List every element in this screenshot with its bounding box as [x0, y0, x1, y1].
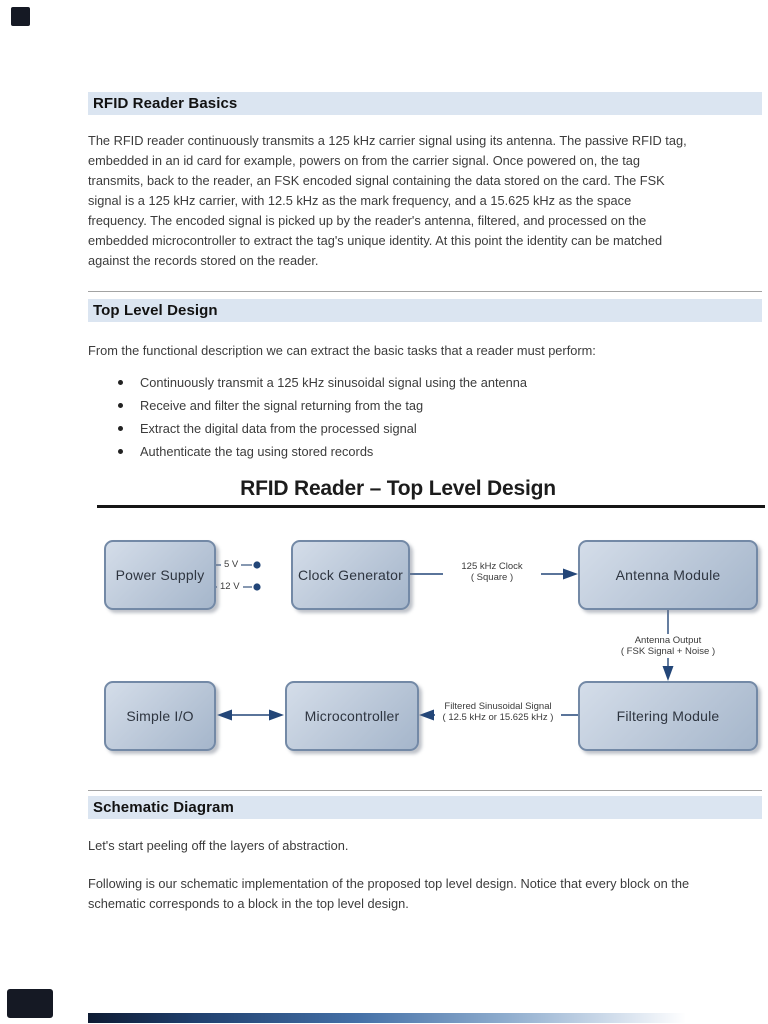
- heading-basics-label: RFID Reader Basics: [93, 95, 238, 112]
- schematic-paragraph-1: Let's start peeling off the layers of ab…: [88, 838, 349, 853]
- arrowhead-down-icon: [662, 666, 674, 681]
- arrowhead-right-icon: [563, 568, 578, 580]
- block-power-supply-label: Power Supply: [115, 567, 205, 583]
- wire-label-antenna-output: Antenna Output ( FSK Signal + Noise ): [593, 634, 743, 658]
- wire-label-clock: 125 kHz Clock ( Square ): [443, 560, 541, 584]
- section-heading-schematic: Schematic Diagram: [88, 796, 762, 819]
- wire-label-filtered-signal: Filtered Sinusoidal Signal ( 12.5 kHz or…: [435, 700, 561, 724]
- arrowhead-left-icon: [419, 709, 434, 721]
- terminal-dot-12v: [253, 583, 261, 591]
- block-antenna-module: Antenna Module: [578, 540, 758, 610]
- bullet-icon: [118, 426, 123, 431]
- diagram-title: RFID Reader – Top Level Design: [240, 477, 556, 500]
- block-antenna-module-label: Antenna Module: [615, 567, 721, 583]
- wire-label-clock-line1: 125 kHz Clock: [461, 561, 523, 572]
- block-filtering-module-label: Filtering Module: [616, 708, 720, 724]
- wire-label-clock-line2: ( Square ): [470, 572, 514, 583]
- bullet-icon: [118, 403, 123, 408]
- heading-schematic-label: Schematic Diagram: [93, 799, 234, 816]
- list-item: Receive and filter the signal returning …: [88, 394, 688, 417]
- list-item: Extract the digital data from the proces…: [88, 417, 688, 440]
- block-simple-io: Simple I/O: [104, 681, 216, 751]
- arrowhead-left-icon: [217, 709, 232, 721]
- list-item-label: Authenticate the tag using stored record…: [140, 444, 374, 459]
- block-simple-io-label: Simple I/O: [126, 708, 194, 724]
- block-microcontroller-label: Microcontroller: [304, 708, 400, 724]
- bullet-icon: [118, 380, 123, 385]
- block-microcontroller: Microcontroller: [285, 681, 419, 751]
- page-bottom-fade-bar: [88, 1013, 686, 1023]
- wire-label-antenna-output-line2: ( FSK Signal + Noise ): [620, 646, 716, 657]
- list-item-label: Continuously transmit a 125 kHz sinusoid…: [140, 375, 527, 390]
- wire-label-12v: 12 V: [217, 580, 243, 593]
- top-level-intro: From the functional description we can e…: [88, 343, 596, 358]
- list-item: Authenticate the tag using stored record…: [88, 440, 688, 463]
- schematic-paragraph-2: Following is our schematic implementatio…: [88, 876, 690, 911]
- block-clock-generator: Clock Generator: [291, 540, 410, 610]
- heading-top-level-label: Top Level Design: [93, 302, 218, 319]
- list-item: Continuously transmit a 125 kHz sinusoid…: [88, 371, 688, 394]
- wire-label-filtered-line2: ( 12.5 kHz or 15.625 kHz ): [442, 712, 554, 723]
- wire-label-5v: 5 V: [221, 558, 242, 571]
- arrowhead-right-icon: [269, 709, 284, 721]
- block-clock-generator-label: Clock Generator: [298, 567, 403, 583]
- corner-mark-top-left: [11, 7, 30, 26]
- section-heading-top-level: Top Level Design: [88, 299, 762, 322]
- wire-label-antenna-output-line1: Antenna Output: [634, 635, 702, 646]
- list-item-label: Receive and filter the signal returning …: [140, 398, 424, 413]
- divider-top-level: [88, 291, 762, 292]
- divider-schematic: [88, 790, 762, 791]
- bullet-icon: [118, 449, 123, 454]
- basics-paragraph: The RFID reader continuously transmits a…: [88, 133, 687, 268]
- list-item-label: Extract the digital data from the proces…: [140, 421, 417, 436]
- task-list: Continuously transmit a 125 kHz sinusoid…: [88, 371, 688, 463]
- block-power-supply: Power Supply: [104, 540, 216, 610]
- wire-label-filtered-line1: Filtered Sinusoidal Signal: [444, 701, 552, 712]
- section-heading-basics: RFID Reader Basics: [88, 92, 762, 115]
- block-filtering-module: Filtering Module: [578, 681, 758, 751]
- diagram-title-rule: [97, 505, 765, 508]
- terminal-dot-5v: [253, 561, 261, 569]
- corner-mark-bottom-left: [7, 989, 53, 1018]
